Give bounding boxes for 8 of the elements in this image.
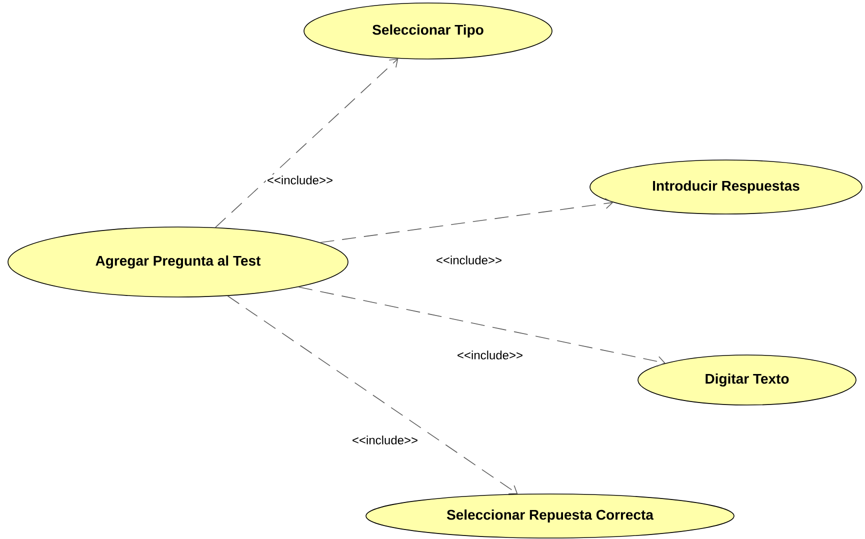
edge-label: <<include>> [456,350,524,360]
edge-label: <<include>> [434,254,504,266]
edge-label: <<include>> [350,434,420,446]
dependency-arrow [320,198,614,243]
dependency-arrow [227,295,518,494]
dependency-arrow [298,286,666,367]
edge-label: <<include>> [266,174,334,186]
dependency-arrow [214,58,398,228]
